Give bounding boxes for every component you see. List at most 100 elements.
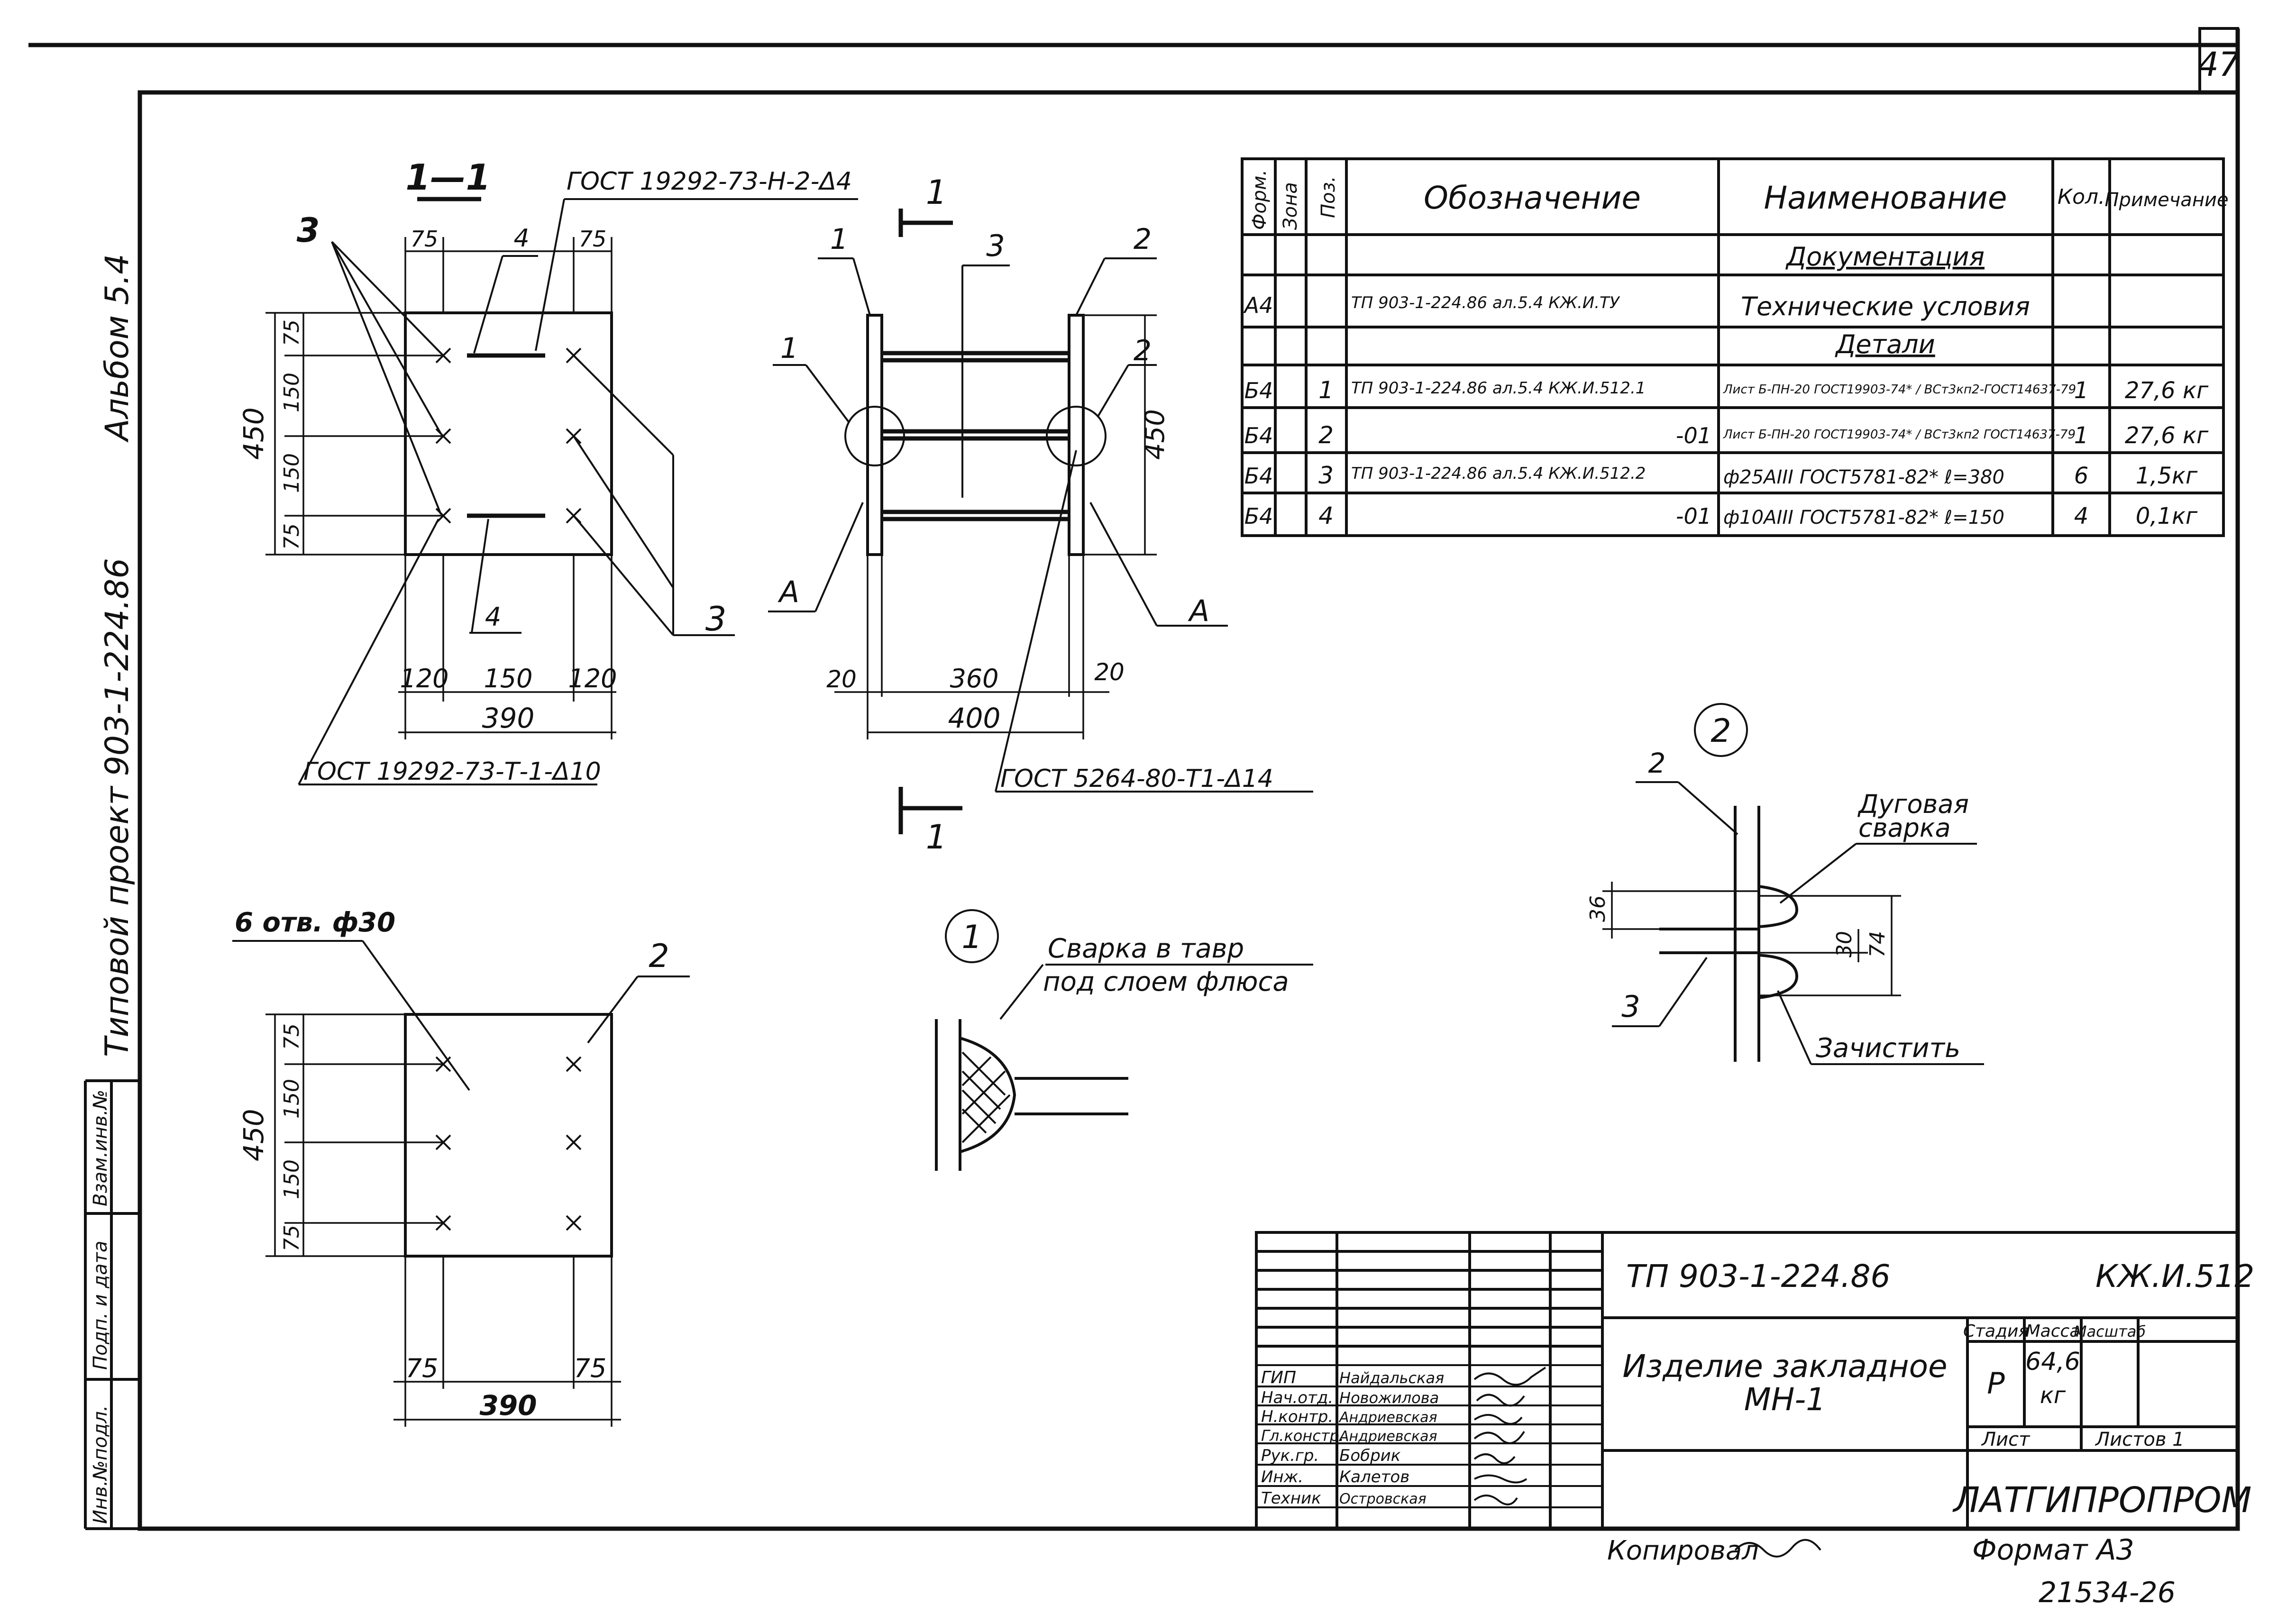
tb-stage-h: Стадия: [1963, 1322, 2029, 1341]
detail2-c2: 2: [1648, 747, 1666, 779]
elevation-view: 1 1 20 360 20 400 450 1: [768, 173, 1313, 857]
sec-dim-b1: 120: [400, 664, 448, 693]
sec-dim-v1: 75: [280, 319, 304, 346]
elev-dim-total: 400: [948, 702, 1001, 734]
spec-row: Б4 4 -01 ф10АIII ГОСТ5781-82* ℓ=150 4 0,…: [1244, 502, 2198, 529]
spec-table: Форм. Зона Поз. Обозначение Наименование…: [1241, 157, 2229, 537]
detail-2: 2 2 Дуговая сварка 36 30 74 3 Зачистить: [1586, 703, 1984, 1065]
plate-dim-v1: 75: [280, 1023, 304, 1050]
sec-dim-top-left: 75: [411, 226, 439, 252]
section-gost-top: ГОСТ 19292-73-Н-2-Δ4: [567, 167, 852, 196]
plate-dim-b1: 75: [406, 1353, 439, 1383]
tb-name-5: Калетов: [1339, 1468, 1409, 1486]
spec-r6-code: -01: [1676, 503, 1711, 529]
sec-dim-v2: 150: [280, 373, 304, 412]
spec-h-code: Обозначение: [1424, 180, 1641, 216]
spec-h-note: Примечание: [2104, 189, 2228, 211]
tb-project: ТП 903-1-224.86: [1626, 1258, 1890, 1295]
tb-role-row: Нач.отд. Новожилова: [1261, 1388, 1439, 1407]
sec-callout-3-right: 3: [705, 600, 727, 638]
plate-view: 6 отв. ф30 2 7: [232, 907, 690, 1427]
spec-h-qty: Кол.: [2058, 185, 2105, 209]
spec-r5-form: Б4: [1244, 463, 1273, 489]
stamp-inv: Инв.№подл.: [90, 1405, 111, 1524]
tb-role-6: Техник: [1261, 1489, 1321, 1508]
spec-r4-name: Лист Б-ПН-20 ГОСТ19903-74* / ВСт3кп2 ГОС…: [1723, 428, 2076, 442]
sec-dim-height: 450: [238, 407, 270, 460]
spec-h-name: Наименование: [1764, 180, 2007, 216]
tb-role-1: Нач.отд.: [1261, 1388, 1333, 1407]
spec-r5-qty: 6: [2074, 463, 2089, 489]
spec-h-form: Форм.: [1249, 170, 1271, 230]
section-title: 1—1: [405, 156, 490, 198]
detail1-note1: Сварка в тавр: [1048, 933, 1244, 964]
plate-dim-height: 450: [238, 1109, 270, 1161]
tb-name-4: Бобрик: [1339, 1446, 1401, 1465]
spec-row: Детали: [1835, 329, 1935, 359]
detail2-note2: сварка: [1858, 813, 1951, 843]
spec-r3-pos: 1: [1318, 376, 1334, 404]
plate-callout: 2: [649, 938, 669, 975]
elev-dim-right: 20: [1094, 658, 1125, 686]
tb-role-0: ГИП: [1261, 1368, 1296, 1387]
plate-dim-v2: 150: [280, 1079, 304, 1119]
section-gost-bottom: ГОСТ 19292-73-Т-1-Δ10: [303, 757, 601, 786]
tb-name-2: Андриевская: [1338, 1409, 1437, 1426]
spec-row: Б4 2 -01 Лист Б-ПН-20 ГОСТ19903-74* / ВС…: [1244, 421, 2209, 449]
album-label: Альбом 5.4: [99, 254, 136, 443]
spec-r3-note: 27,6 кг: [2125, 377, 2209, 404]
project-label: Типовой проект 903-1-224.86: [99, 558, 136, 1057]
copier-signature: [1734, 1539, 1821, 1558]
tb-org: ЛАТГИПРОПРОМ: [1952, 1480, 2252, 1521]
spec-row: Б4 3 ТП 903-1-224.86 ал.5.4 КЖ.И.512.2 ф…: [1244, 462, 2198, 489]
sheet-number: 47: [2197, 45, 2240, 84]
tb-name-0: Найдальская: [1339, 1369, 1444, 1387]
tb-role-row: Н.контр. Андриевская: [1261, 1407, 1437, 1426]
tb-mass-unit: кг: [2040, 1382, 2066, 1409]
spec-r6-name: ф10АIII ГОСТ5781-82* ℓ=150: [1723, 507, 2004, 529]
tb-role-2: Н.контр.: [1261, 1407, 1333, 1426]
footer-number: 21534-26: [2039, 1576, 2176, 1609]
elev-dim-mid: 360: [950, 664, 998, 693]
plate-dim-total: 390: [479, 1389, 537, 1422]
sec-callout-4-top: 4: [513, 224, 529, 253]
tb-mass-h: Масса: [2026, 1322, 2080, 1341]
spec-row: Б4 1 ТП 903-1-224.86 ал.5.4 КЖ.И.512.1 Л…: [1244, 376, 2209, 404]
tb-role-row: ГИП Найдальская: [1261, 1368, 1444, 1387]
detail2-num: 2: [1711, 712, 1731, 750]
spec-r3-name: Лист Б-ПН-20 ГОСТ19903-74* / ВСт3кп2-ГОС…: [1723, 383, 2076, 397]
spec-r6-form: Б4: [1244, 503, 1273, 529]
cut-label-top: 1: [926, 173, 947, 212]
spec-r5-name: ф25АIII ГОСТ5781-82* ℓ=380: [1723, 466, 2004, 488]
tb-role-row: Инж. Калетов: [1261, 1468, 1409, 1486]
tb-sheets-h: Листов 1: [2095, 1429, 2185, 1450]
tb-name-1: Новожилова: [1339, 1389, 1439, 1407]
sec-dim-top-right: 75: [579, 226, 607, 252]
tb-stage: Р: [1987, 1366, 2005, 1401]
spec-r4-pos: 2: [1318, 421, 1334, 449]
detail2-d36: 36: [1586, 895, 1610, 922]
sec-dim-v4: 75: [280, 523, 304, 550]
detail1-num: 1: [961, 919, 982, 956]
spec-r5-code: ТП 903-1-224.86 ал.5.4 КЖ.И.512.2: [1351, 464, 1646, 483]
sec-dim-b3: 120: [568, 664, 617, 693]
tb-role-row: Гл.констр. Андриевская: [1261, 1427, 1437, 1445]
tb-role-3: Гл.констр.: [1261, 1427, 1344, 1445]
spec-r4-qty: 1: [2074, 422, 2089, 449]
tb-item2: МН-1: [1744, 1381, 1826, 1418]
spec-r1-form: А4: [1243, 292, 1273, 318]
elev-dim-left: 20: [826, 666, 857, 693]
spec-row: Документация: [1785, 242, 1985, 272]
sec-dim-v3: 150: [280, 453, 304, 493]
elev-dim-height: 450: [1140, 409, 1171, 460]
cut-label-bottom: 1: [926, 818, 947, 857]
spec-r1-code: ТП 903-1-224.86 ал.5.4 КЖ.И.ТУ: [1351, 293, 1620, 312]
stamp-replace: Взам.инв.№: [90, 1090, 111, 1206]
plate-dim-b2: 75: [574, 1353, 607, 1383]
sheet-frame: [28, 27, 2240, 1531]
elev-callout-2-right: 2: [1134, 334, 1152, 367]
title-block: ТП 903-1-224.86 КЖ.И.512 Изделие закладн…: [1255, 1231, 2254, 1530]
spec-r3-qty: 1: [2074, 377, 2089, 404]
tb-role-5: Инж.: [1261, 1468, 1303, 1486]
